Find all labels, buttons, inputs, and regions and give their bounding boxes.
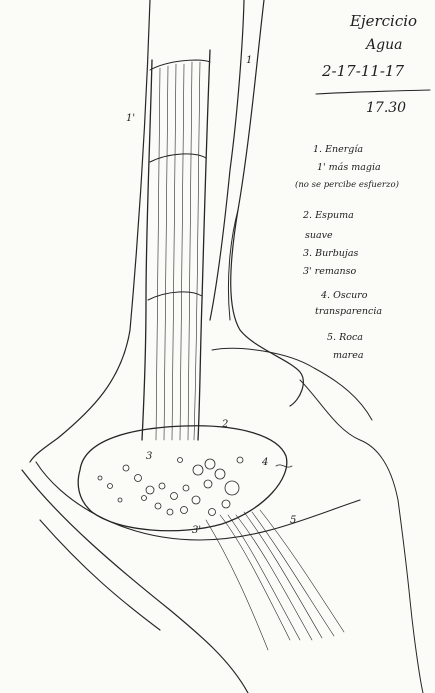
legend-item-4-note: transparencia <box>315 307 382 317</box>
legend-item-2-note: suave <box>305 231 333 241</box>
sketch-title-line2: Agua <box>366 38 402 52</box>
drawing-label-4: 4 <box>262 458 268 468</box>
legend-item-3p: 3' remanso <box>303 267 356 277</box>
legend-item-2: 2. Espuma <box>303 211 354 221</box>
sketch-title-line1: Ejercicio <box>350 14 417 29</box>
legend-item-1p-note: (no se percibe esfuerzo) <box>295 181 399 190</box>
drawing-label-5: 5 <box>290 516 296 526</box>
legend-item-1: 1. Energía <box>313 145 363 155</box>
drawing-label-3p: 3' <box>192 526 201 536</box>
legend-item-3: 3. Burbujas <box>303 249 358 259</box>
drawing-label-3: 3 <box>146 452 152 462</box>
sketch-time: 17.30 <box>366 101 406 115</box>
drawing-label-2: 2 <box>222 420 228 430</box>
legend-item-1p: 1' más magia <box>317 163 381 173</box>
legend-item-5: 5. Roca <box>327 333 363 343</box>
legend-item-4: 4. Oscuro <box>321 291 367 301</box>
drawing-label-1p: 1' <box>126 114 135 124</box>
legend-item-5-note: marea <box>333 351 364 361</box>
drawing-label-1: 1 <box>246 56 252 66</box>
sketch-date: 2-17-11-17 <box>322 64 404 79</box>
